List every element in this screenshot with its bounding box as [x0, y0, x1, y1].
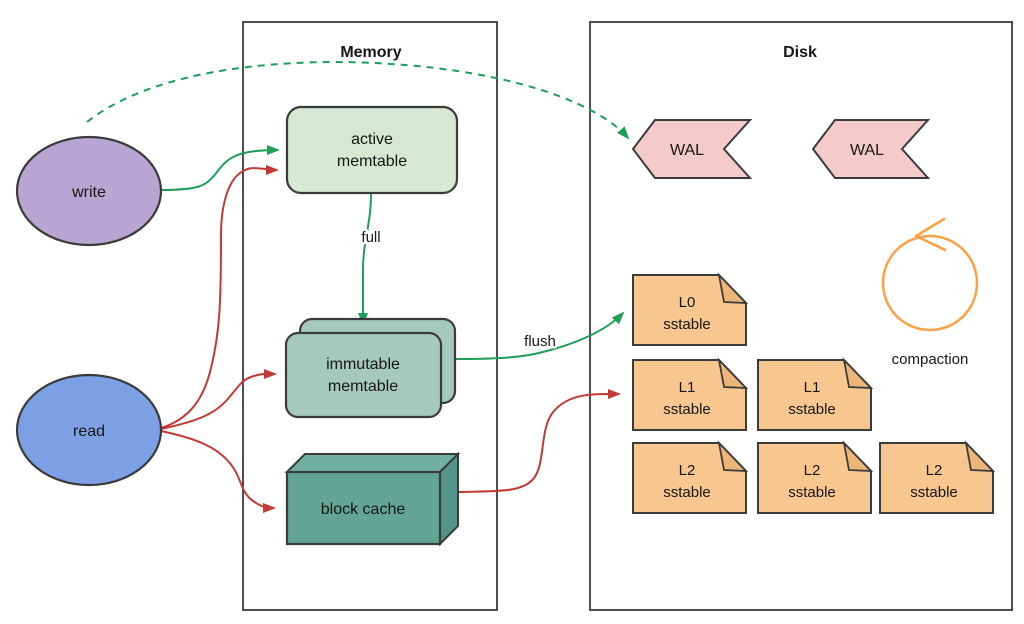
- edge-active-to-immutable: [358, 193, 372, 326]
- wal-1-shape: [631, 119, 753, 179]
- edge-read-to-active-memtable: [160, 164, 279, 429]
- disk-container-title: Disk: [783, 44, 817, 61]
- sstable-l2-a-name: sstable: [663, 484, 711, 501]
- sstable-l1-b-level: L1: [804, 379, 821, 396]
- sstable-l2-b-fold-corner: [842, 440, 874, 473]
- edge-label-full: full: [361, 229, 380, 246]
- sstable-l1-b-label: L1 sstable: [788, 379, 836, 418]
- sstable-l0-label: L0 sstable: [663, 294, 711, 333]
- immutable-memtable-node: immutable memtable: [284, 317, 457, 419]
- sstable-l2-a-level: L2: [679, 462, 696, 479]
- sstable-l0-name: sstable: [663, 316, 711, 333]
- sstable-l0: L0 sstable: [632, 272, 749, 346]
- sstable-l1-b-sheet: [757, 359, 872, 431]
- sstable-l2-a-sheet: [632, 442, 747, 514]
- sstable-l1-b-name: sstable: [788, 401, 836, 418]
- active-memtable-label-line1: active: [351, 131, 393, 148]
- sstable-l1-a-fold-corner: [717, 357, 749, 390]
- wal-file-1: WAL: [631, 119, 753, 179]
- immutable-memtable-label-line1: immutable: [326, 356, 400, 373]
- sstable-l2-a-label: L2 sstable: [663, 462, 711, 501]
- compaction-indicator: compaction: [881, 217, 979, 368]
- sstable-l2-a: L2 sstable: [632, 440, 749, 514]
- edge-write-to-wal: [86, 60, 630, 140]
- sstable-l1-a-level: L1: [679, 379, 696, 396]
- sstable-l1-a-name: sstable: [663, 401, 711, 418]
- sstable-l2-b-sheet: [757, 442, 872, 514]
- read-node: read: [15, 373, 163, 487]
- write-ellipse: [15, 135, 163, 247]
- active-memtable-node: active memtable: [285, 105, 459, 195]
- active-memtable-box: [285, 105, 459, 195]
- read-ellipse: [15, 373, 163, 487]
- active-memtable-label: active memtable: [337, 131, 407, 170]
- sstable-l2-c-fold-corner: [964, 440, 996, 473]
- edge-read-to-block-cache: [160, 430, 276, 513]
- edge-label-flush: flush: [524, 333, 556, 350]
- sstable-l1-a-label: L1 sstable: [663, 379, 711, 418]
- block-cache-top-face: [284, 453, 461, 473]
- sstable-l2-c-label: L2 sstable: [910, 462, 958, 501]
- wal-file-2: WAL: [811, 119, 931, 179]
- edge-block-cache-to-l1-sstable: [457, 388, 621, 493]
- edge-immutable-to-l0-sstable: [454, 311, 625, 360]
- sstable-l1-b-fold-corner: [842, 357, 874, 390]
- wal-2-label: WAL: [850, 142, 884, 159]
- write-node: write: [15, 135, 163, 247]
- sstable-l2-c-sheet: [879, 442, 994, 514]
- memory-container-title: Memory: [340, 44, 401, 61]
- sstable-l2-b: L2 sstable: [757, 440, 874, 514]
- sstable-l2-b-label: L2 sstable: [788, 462, 836, 501]
- sstable-l2-b-level: L2: [804, 462, 821, 479]
- sstable-l1-b: L1 sstable: [757, 357, 874, 431]
- edge-write-to-active-memtable: [160, 145, 280, 191]
- immutable-memtable-front-box: [284, 331, 443, 419]
- sstable-l2-c: L2 sstable: [879, 440, 996, 514]
- compaction-label: compaction: [892, 351, 969, 368]
- compaction-cycle-icon: [881, 234, 979, 332]
- write-label: write: [71, 184, 106, 201]
- sstable-l2-c-level: L2: [926, 462, 943, 479]
- compaction-arrowhead-icon: [914, 217, 947, 252]
- sstable-l1-a-sheet: [632, 359, 747, 431]
- block-cache-node: block cache: [284, 451, 461, 547]
- sstable-l0-fold-corner: [717, 272, 749, 305]
- edge-read-to-immutable-memtable: [160, 368, 277, 430]
- sstable-l2-a-fold-corner: [717, 440, 749, 473]
- read-label: read: [73, 423, 105, 440]
- sstable-l0-sheet: [632, 274, 747, 346]
- wal-2-shape: [811, 119, 931, 179]
- sstable-l0-level: L0: [679, 294, 696, 311]
- immutable-memtable-label: immutable memtable: [326, 356, 400, 395]
- block-cache-label: block cache: [321, 501, 406, 518]
- immutable-memtable-label-line2: memtable: [328, 378, 398, 395]
- sstable-l2-b-name: sstable: [788, 484, 836, 501]
- sstable-l2-c-name: sstable: [910, 484, 958, 501]
- block-cache-front-face: [285, 470, 442, 546]
- active-memtable-label-line2: memtable: [337, 153, 407, 170]
- sstable-l1-a: L1 sstable: [632, 357, 749, 431]
- wal-1-label: WAL: [670, 142, 704, 159]
